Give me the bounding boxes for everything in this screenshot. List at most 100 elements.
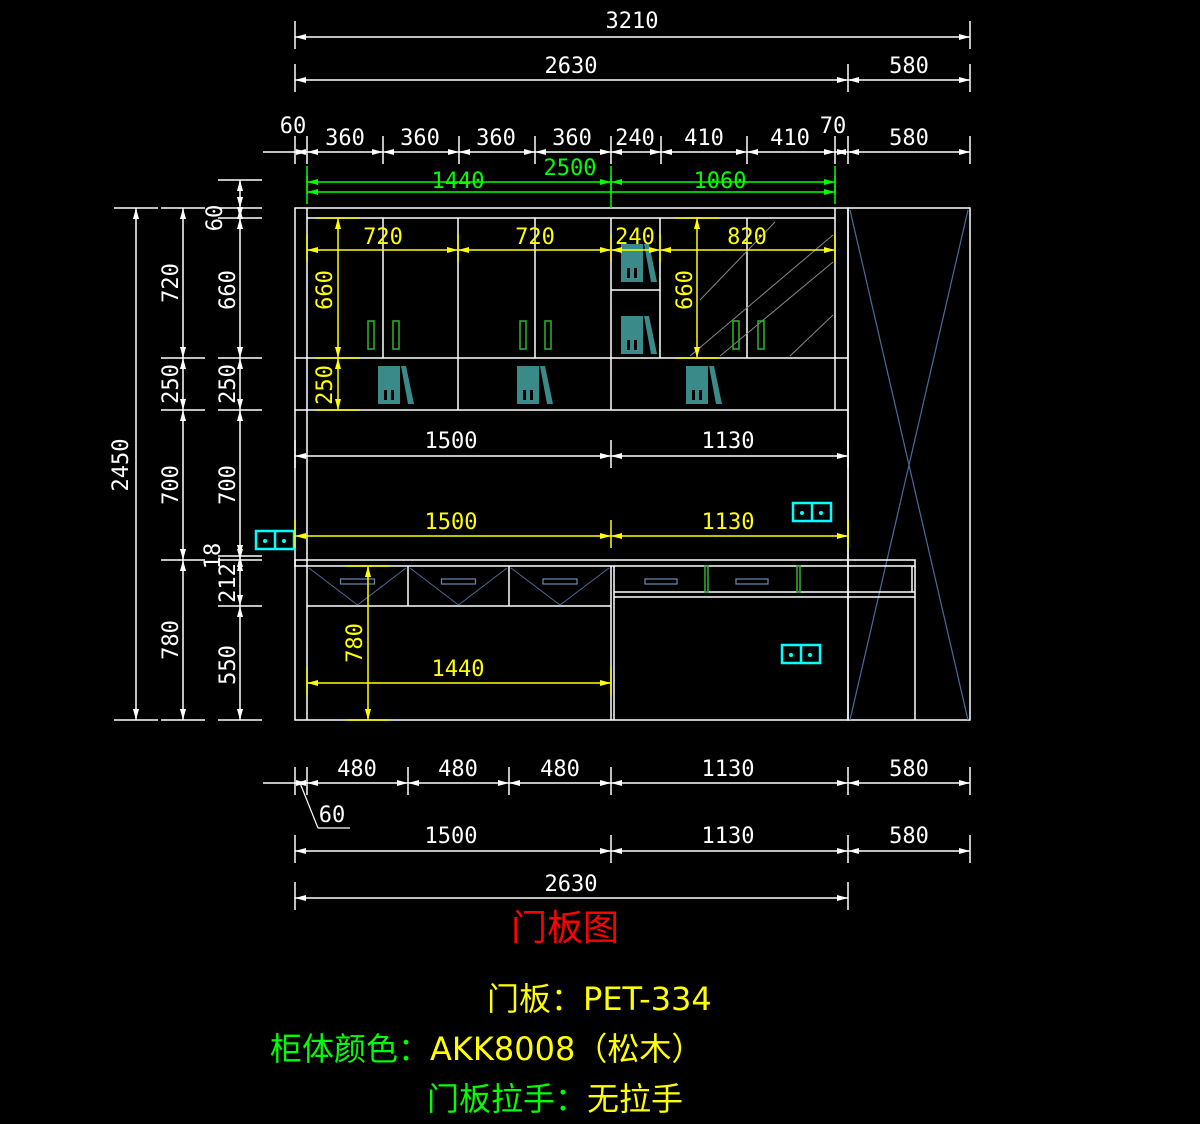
dimension-label: 60 (203, 205, 228, 232)
arrow-tick (365, 566, 371, 577)
arrow-tick (335, 399, 341, 410)
arrow-tick (848, 848, 859, 854)
dimension-label: 1440 (432, 169, 485, 194)
divider-handle (796, 565, 801, 593)
spec-cabinet-color: 柜体颜色：AKK8008（松木） (270, 1030, 703, 1068)
arrow-tick (824, 149, 835, 155)
arrow-tick (824, 189, 835, 195)
arrow-tick (180, 709, 186, 720)
books-icon (378, 366, 414, 404)
dimension-label: 1130 (702, 429, 755, 454)
arrow-tick (237, 410, 243, 421)
books-icon (686, 366, 722, 404)
arrow-tick (458, 247, 469, 253)
dimension-label: 2630 (545, 54, 598, 79)
drawing-title: 门板图 (511, 908, 619, 949)
dimension-chain (306, 176, 836, 204)
arrow-tick (498, 780, 509, 786)
arrow-tick (335, 347, 341, 358)
arrow-tick (180, 347, 186, 358)
arrow-tick (237, 399, 243, 410)
arrow-tick (307, 149, 318, 155)
arrow-tick (600, 848, 611, 854)
book-body (686, 366, 708, 404)
dimension-label: 1500 (425, 510, 478, 535)
dimension-label: 360 (325, 126, 365, 151)
book-leaning (709, 366, 722, 404)
arrow-tick (848, 780, 859, 786)
arrow-tick (335, 358, 341, 369)
arrow-tick (307, 780, 318, 786)
door-handle-icon (392, 320, 400, 350)
drawer-open-line (308, 567, 358, 606)
arrow-tick (600, 453, 611, 459)
arrow-tick (307, 247, 318, 253)
dimension-chain: 1440 (306, 657, 612, 695)
arrow-tick (848, 149, 859, 155)
arrow-tick (180, 560, 186, 571)
spec-value: 无拉手 (587, 1080, 683, 1118)
arrow-tick (307, 680, 318, 686)
arrow-tick (535, 149, 546, 155)
drawer-open-line (559, 567, 610, 606)
glass-hatch (699, 221, 776, 301)
arrow-tick (237, 207, 243, 218)
arrow-tick (747, 149, 758, 155)
arrow-tick (180, 358, 186, 369)
drawer-open-line (510, 567, 561, 606)
dimension-label: 212 (216, 563, 241, 603)
arrow-tick (824, 247, 835, 253)
arrow-tick (661, 149, 672, 155)
arrow-tick (959, 848, 970, 854)
arrow-tick (837, 77, 848, 83)
dimension-chain: 3210 (294, 9, 971, 49)
arrow-tick (959, 34, 970, 40)
book-mark (627, 340, 630, 350)
arrow-tick (448, 149, 459, 155)
dimension-label: 1500 (425, 824, 478, 849)
spec-door-handle: 门板拉手：无拉手 (427, 1080, 683, 1118)
glass-hatch (789, 314, 834, 357)
book-body (621, 244, 643, 282)
dimension-label: 580 (889, 126, 929, 151)
arrow-tick (600, 179, 611, 185)
dimension-label: 360 (400, 126, 440, 151)
arrow-tick (824, 179, 835, 185)
arrow-tick (237, 180, 243, 191)
dimension-label: 1130 (702, 824, 755, 849)
book-mark (530, 390, 533, 400)
arrow-tick (600, 247, 611, 253)
arrow-tick (959, 77, 970, 83)
dimension-label: 720 (159, 263, 184, 303)
dimension-label: 410 (684, 126, 724, 151)
power-outlet-icon (791, 501, 833, 523)
dimension-label: 410 (770, 126, 810, 151)
arrow-tick (133, 208, 139, 219)
dimension-label: 700 (159, 465, 184, 505)
arrow-tick (600, 533, 611, 539)
arrow-tick (611, 780, 622, 786)
outlet-socket (789, 653, 793, 657)
dimension-chain: 1500 1130 580 (294, 824, 971, 863)
glass-hatch (689, 234, 834, 357)
arrow-tick (237, 197, 243, 208)
arrow-tick (447, 247, 458, 253)
arrow-tick (237, 358, 243, 369)
spec-label: 门板拉手： (427, 1080, 587, 1118)
arrow-tick (295, 34, 306, 40)
book-mark (699, 390, 702, 400)
dimension-label: 60 (319, 803, 346, 828)
arrow-tick (837, 533, 848, 539)
dimension-label: 480 (438, 757, 478, 782)
dimension-label: 2450 (109, 439, 134, 492)
arrow-tick (335, 218, 341, 229)
dimension-label: 580 (889, 824, 929, 849)
arrow-tick (237, 560, 243, 571)
arrow-tick (959, 780, 970, 786)
arrow-tick (694, 218, 700, 229)
